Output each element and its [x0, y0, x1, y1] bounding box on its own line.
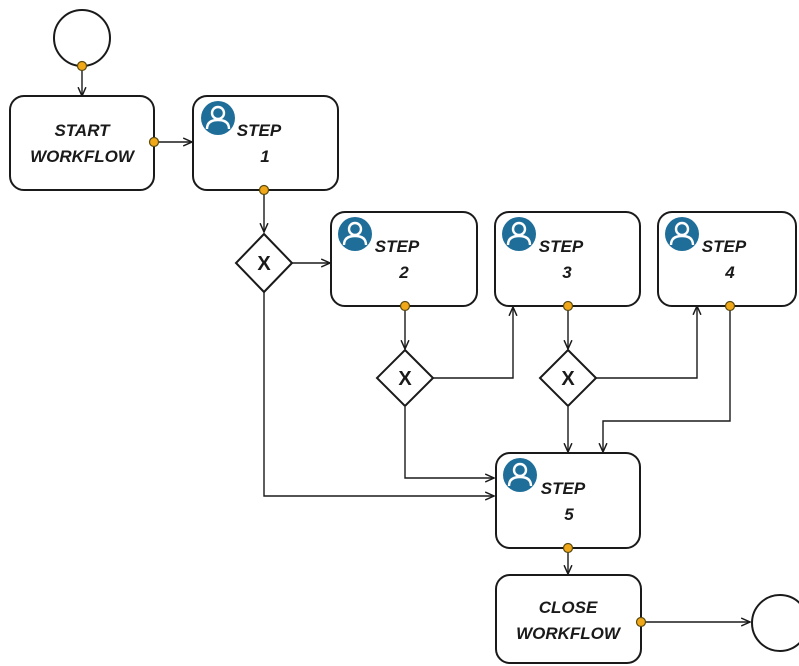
gateway-1[interactable]: X [234, 232, 294, 294]
node-step-4-line1: STEP [702, 237, 747, 256]
port-step-3[interactable] [562, 300, 574, 312]
node-start-workflow[interactable]: START WORKFLOW [9, 95, 155, 191]
node-step-3[interactable]: STEP 3 [494, 211, 641, 307]
user-icon [502, 217, 536, 251]
node-step-2-line2: 2 [398, 263, 409, 282]
gateway-1-label: X [257, 253, 271, 275]
node-close-workflow-line2: WORKFLOW [516, 624, 622, 643]
gateway-3-label: X [561, 368, 575, 390]
node-start-workflow-line2: WORKFLOW [30, 147, 136, 166]
user-icon [201, 101, 235, 135]
gateway-3[interactable]: X [538, 348, 598, 408]
connector-step4-to-step5 [603, 306, 731, 452]
node-step-2[interactable]: STEP 2 [330, 211, 478, 307]
connector-gateway3-to-step4 [596, 306, 697, 379]
node-close-workflow-line1: CLOSE [539, 598, 598, 617]
ports [76, 60, 736, 628]
port-start-workflow[interactable] [148, 136, 160, 148]
port-step-1[interactable] [258, 184, 270, 196]
node-close-workflow[interactable]: CLOSE WORKFLOW [495, 574, 642, 664]
node-step-1[interactable]: STEP 1 [192, 95, 339, 191]
port-step-4[interactable] [724, 300, 736, 312]
node-step-3-line1: STEP [539, 237, 584, 256]
gateway-2-label: X [398, 368, 412, 390]
node-step-4[interactable]: STEP 4 [657, 211, 797, 307]
node-start-workflow-line1: START [54, 121, 111, 140]
node-step-1-line1: STEP [237, 121, 282, 140]
port-step-5[interactable] [562, 542, 574, 554]
node-step-5[interactable]: STEP 5 [495, 452, 641, 549]
node-step-2-line1: STEP [375, 237, 420, 256]
start-event[interactable] [53, 9, 111, 67]
node-step-3-line2: 3 [562, 263, 572, 282]
port-step-2[interactable] [399, 300, 411, 312]
user-icon [338, 217, 372, 251]
connector-gateway2-to-step5 [404, 407, 494, 478]
node-step-5-line1: STEP [541, 479, 586, 498]
user-icon [665, 217, 699, 251]
node-step-5-line2: 5 [564, 505, 574, 524]
node-step-4-line2: 4 [724, 263, 735, 282]
connector-gateway2-to-step3 [433, 307, 513, 379]
port-close-workflow[interactable] [635, 616, 647, 628]
user-icon [503, 458, 537, 492]
port-start-event[interactable] [76, 60, 88, 72]
connectors [82, 66, 750, 622]
gateway-2[interactable]: X [375, 348, 435, 408]
connector-gateway1-to-step5 [263, 292, 494, 496]
node-step-1-line2: 1 [260, 147, 269, 166]
end-event[interactable] [751, 594, 799, 652]
